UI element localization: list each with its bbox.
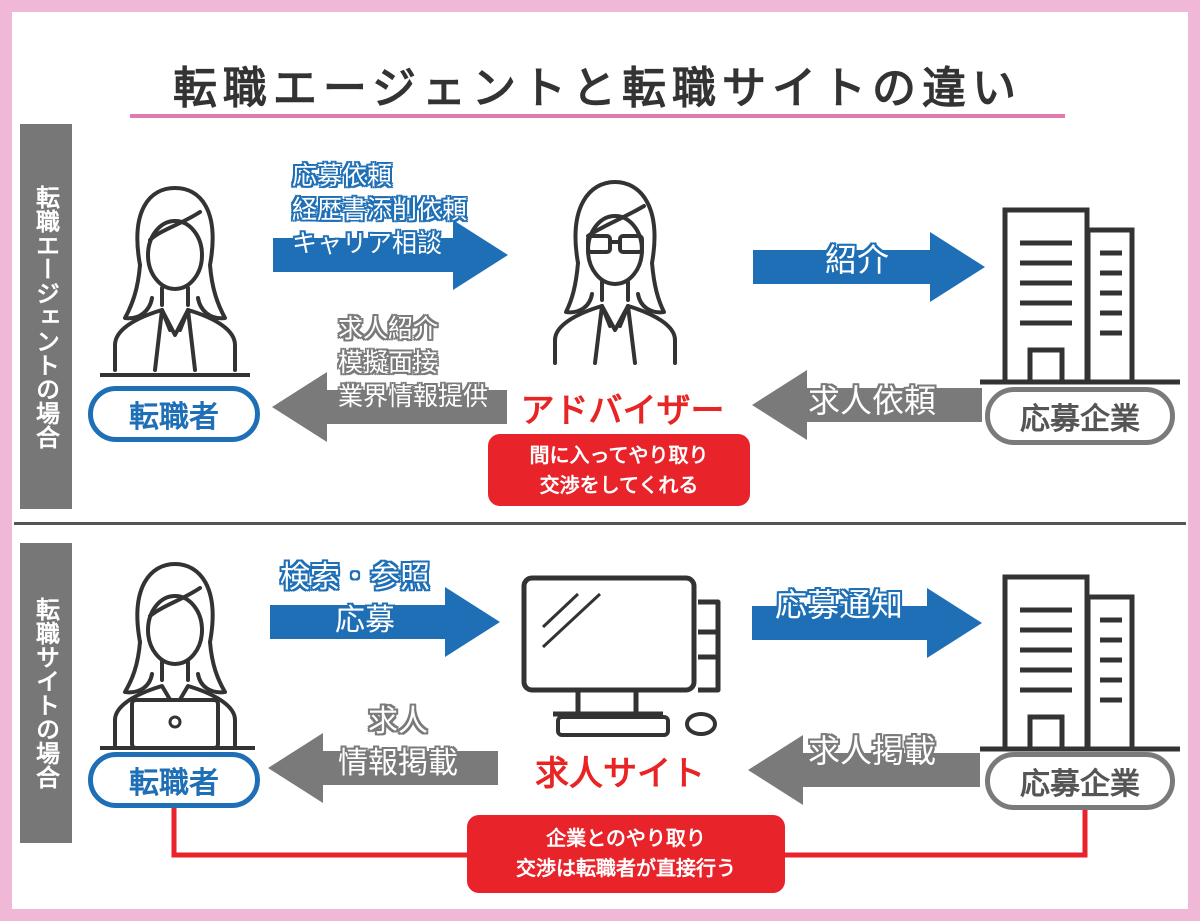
- desktop-computer-icon: [521, 575, 721, 737]
- to-advisor-item-2: 経歴書添削依頼: [292, 195, 468, 224]
- direct-note: 企業とのやり取り 交渉は転職者が直接行う: [467, 815, 785, 893]
- to-company-label-agent: 紹介: [825, 241, 890, 279]
- side-label-agent: 転職エージェントの場合: [20, 124, 72, 509]
- arrow-site-to-company: [752, 588, 982, 658]
- from-company-label-agent: 求人依頼: [808, 382, 937, 420]
- arrow-seeker-to-site: [270, 587, 500, 657]
- from-advisor-item-1: 求人紹介: [338, 314, 439, 343]
- from-site-item-1: 求人: [368, 704, 428, 739]
- advisor-note: 間に入ってやり取り 交渉をしてくれる: [488, 434, 750, 506]
- to-site-item-2: 応募: [335, 603, 395, 638]
- arrow-advisor-to-seeker: [272, 372, 507, 442]
- arrow-site-to-seeker: [268, 733, 498, 803]
- side-label-site: 転職サイトの場合: [20, 543, 72, 843]
- advisor-woman-icon: [553, 180, 677, 365]
- title-underline: [130, 114, 1065, 118]
- advisor-note-line-2: 交渉をしてくれる: [539, 473, 699, 497]
- company-building-icon: [980, 207, 1180, 385]
- direct-note-line-2: 交渉は転職者が直接行う: [516, 856, 736, 880]
- to-company-label-site: 応募通知: [775, 586, 904, 624]
- job-seeker-laptop-icon: [100, 562, 255, 750]
- arrow-company-to-advisor: [752, 370, 982, 440]
- company-badge-site: 応募企業: [985, 752, 1175, 810]
- seeker-badge-site: 転職者: [88, 752, 260, 808]
- direct-note-line-1: 企業とのやり取り: [546, 826, 706, 850]
- arrow-advisor-to-company: [753, 232, 985, 302]
- company-building-icon: [980, 574, 1180, 752]
- from-advisor-item-2: 模擬面接: [338, 348, 439, 377]
- section-divider: [14, 522, 1186, 525]
- arrow-company-to-site: [748, 735, 980, 805]
- advisor-note-line-1: 間に入ってやり取り: [529, 443, 709, 467]
- from-advisor-item-3: 業界情報提供: [338, 382, 489, 411]
- seeker-badge-agent: 転職者: [88, 386, 260, 442]
- from-company-label-site: 求人掲載: [808, 732, 937, 770]
- advisor-label: アドバイザー: [520, 391, 725, 431]
- company-badge-agent: 応募企業: [985, 387, 1175, 445]
- from-site-item-2: 情報掲載: [338, 746, 458, 781]
- to-advisor-item-3: キャリア相談: [292, 229, 443, 258]
- site-label: 求人サイト: [535, 754, 705, 794]
- page-title: 転職エージェントと転職サイトの違い: [172, 63, 1023, 114]
- job-seeker-woman-icon: [100, 186, 250, 377]
- to-site-item-1: 検索・参照: [280, 560, 430, 595]
- to-advisor-item-1: 応募依頼: [292, 161, 393, 190]
- arrow-seeker-to-advisor: [273, 220, 508, 290]
